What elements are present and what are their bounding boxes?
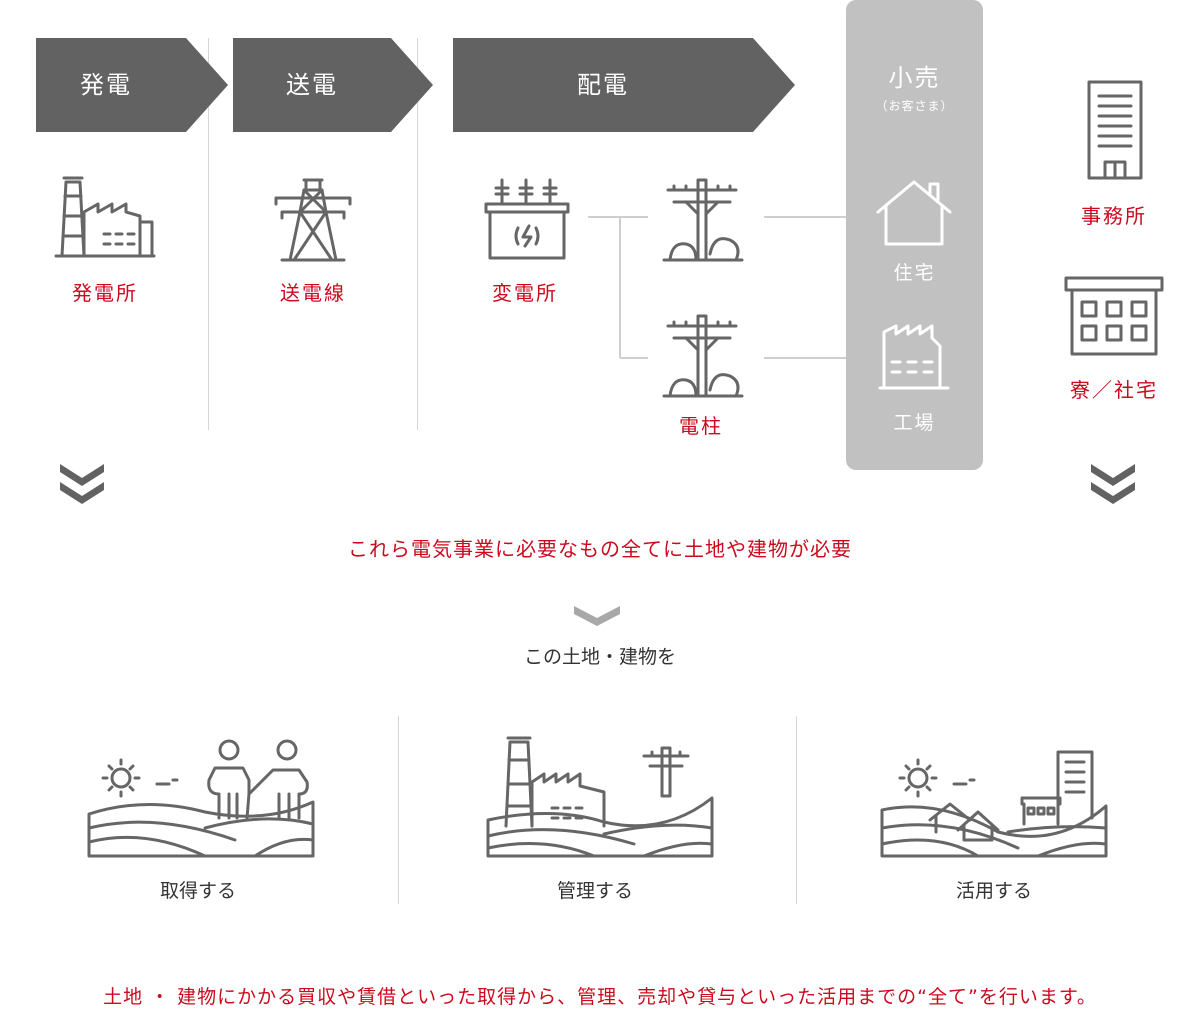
divider: [417, 38, 418, 430]
substation-icon: [484, 178, 570, 260]
stage-arrow-shape: [233, 38, 433, 132]
footer-text: 土地 ・ 建物にかかる買収や賃借といった取得から、管理、売却や貸与といった活用ま…: [103, 986, 1097, 1008]
chevron-down-icon: [574, 606, 620, 626]
facility-label: 電柱: [679, 414, 723, 438]
divider: [796, 716, 797, 904]
facility-label: 送電線: [280, 281, 346, 305]
stage-label: 発電: [80, 71, 132, 99]
transmission-tower-icon: [274, 178, 352, 262]
stage-label: 送電: [286, 71, 338, 99]
dorm-label: 寮／社宅: [1070, 378, 1158, 402]
factory-icon: [878, 324, 950, 390]
divider: [398, 716, 399, 904]
stage-arrow-shape: [453, 38, 795, 132]
statement-text: これら電気事業に必要なもの全てに土地や建物が必要: [348, 537, 852, 561]
facility-label: 変電所: [492, 281, 558, 305]
lead-text: この土地・建物を: [523, 646, 676, 668]
utilize-land-icon: [880, 750, 1108, 858]
facility-label: 発電所: [72, 281, 138, 305]
dorm-building-icon: [1064, 276, 1164, 356]
action-label: 管理する: [556, 880, 633, 902]
action-label: 活用する: [955, 880, 1032, 902]
stage-transmission: 送電: [233, 38, 433, 132]
retail-house-label: 住宅: [893, 262, 936, 284]
house-icon: [876, 180, 952, 246]
utility-pole-icon: [662, 314, 744, 398]
utility-pole-icon: [662, 178, 744, 262]
double-chevron-down-icon: [1091, 464, 1135, 504]
office-building-icon: [1087, 80, 1143, 180]
manage-land-icon: [486, 736, 714, 858]
stage-distribution: 配電: [453, 38, 795, 132]
acquire-land-icon: [87, 739, 315, 858]
stage-generation: 発電: [36, 38, 228, 132]
retail-panel: 小売 （お客さま） 住宅 工場: [846, 0, 983, 470]
retail-factory-label: 工場: [893, 412, 936, 434]
stage-arrow-shape: [36, 38, 228, 132]
office-label: 事務所: [1081, 204, 1147, 228]
power-plant-icon: [54, 176, 156, 258]
divider: [208, 38, 209, 430]
retail-subtitle: （お客さま）: [875, 99, 954, 113]
action-label: 取得する: [159, 880, 236, 902]
stage-label: 配電: [577, 71, 629, 99]
double-chevron-down-icon: [60, 464, 104, 504]
retail-title: 小売: [888, 64, 941, 92]
